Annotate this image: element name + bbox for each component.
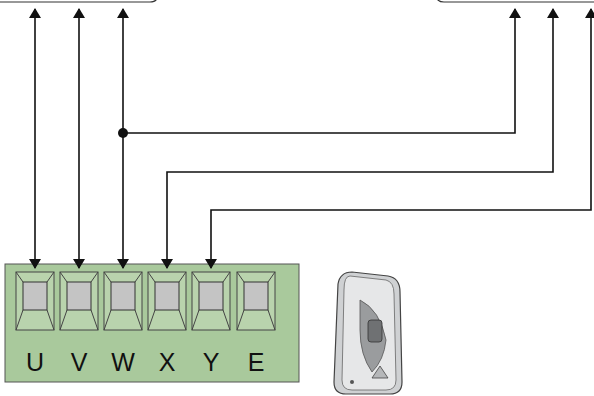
terminal-screw: [199, 282, 223, 310]
terminal-label: V: [59, 348, 99, 376]
terminal-block: [5, 264, 299, 382]
terminal-frame: [192, 272, 230, 330]
terminal-screw: [111, 282, 135, 310]
terminal-bevel: [60, 272, 98, 330]
terminal-bevel: [104, 272, 142, 330]
terminal-screw: [155, 282, 179, 310]
terminal-label: E: [236, 348, 276, 376]
upper-box-edge: [0, 0, 158, 2]
terminal-bevel: [148, 272, 186, 330]
terminal-screw: [23, 282, 47, 310]
wires: [35, 9, 591, 268]
terminal-label: Y: [191, 348, 231, 376]
terminal-label: X: [147, 348, 187, 376]
terminal-screw: [67, 282, 91, 310]
terminal-screw: [244, 282, 268, 310]
upper-box-edge: [436, 0, 594, 2]
terminal-bevel: [237, 272, 275, 330]
terminal-label: U: [15, 348, 55, 376]
terminal-frame: [16, 272, 54, 330]
terminal-bevel: [192, 272, 230, 330]
terminal-frame: [60, 272, 98, 330]
terminal-bevel: [16, 272, 54, 330]
junction-dot: [118, 128, 128, 138]
terminal-frame: [148, 272, 186, 330]
terminal-label: W: [103, 348, 143, 376]
terminal-screws: [16, 272, 275, 330]
terminal-frame: [104, 272, 142, 330]
terminal-frame: [237, 272, 275, 330]
device-housing: [334, 272, 402, 394]
